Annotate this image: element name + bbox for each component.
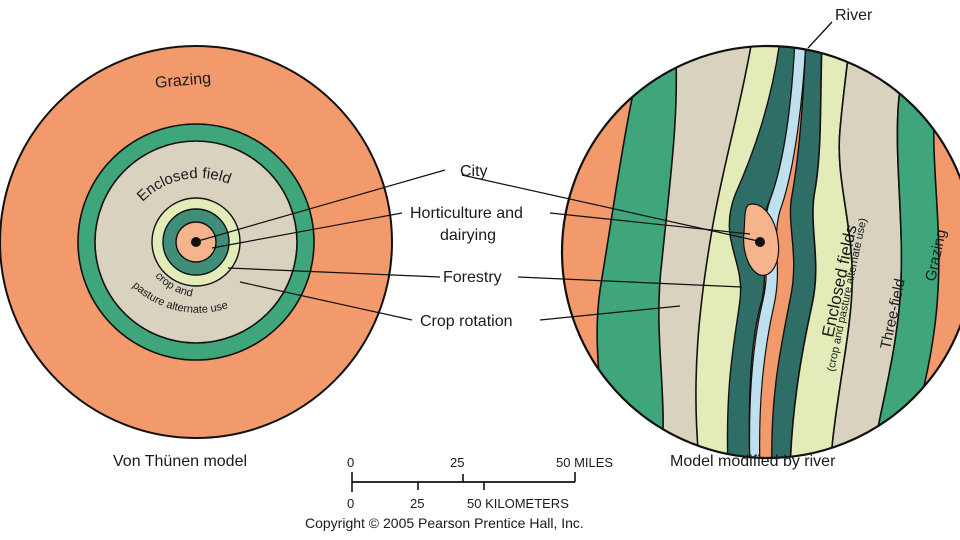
scale-miles-0: 0 [347,455,354,470]
center-labels: City Horticulture and dairying Forestry … [410,163,523,330]
scale-km-25: 25 [410,496,424,511]
crop-rotation-label: Crop rotation [420,313,513,330]
von-thunen-model: Grazing Enclosed field crop and pasture … [0,45,393,439]
von-thunen-caption: Von Thünen model [113,453,247,470]
river-model: River Enclosed fields (crop and pasture … [560,7,960,460]
scale-bar: 0 25 50 MILES 0 25 50 KILOMETERS [347,455,613,511]
copyright-text: Copyright © 2005 Pearson Prentice Hall, … [305,515,584,531]
scale-miles-50: 50 MILES [556,455,613,470]
river-model-caption: Model modified by river [670,453,836,470]
city-label: City [460,163,488,180]
river-label: River [835,7,873,24]
horticulture-label-line1: Horticulture and [410,205,523,222]
horticulture-label-line2: dairying [440,227,496,244]
river-city-dot [755,237,765,247]
grazing-label-left: Grazing [154,70,211,92]
scale-miles-25: 25 [450,455,464,470]
forestry-label: Forestry [443,269,502,286]
scale-km-50: 50 KILOMETERS [467,496,569,511]
scale-km-0: 0 [347,496,354,511]
leader-lines [197,169,759,321]
city-dot [191,237,201,247]
river-model-outline [560,44,960,460]
